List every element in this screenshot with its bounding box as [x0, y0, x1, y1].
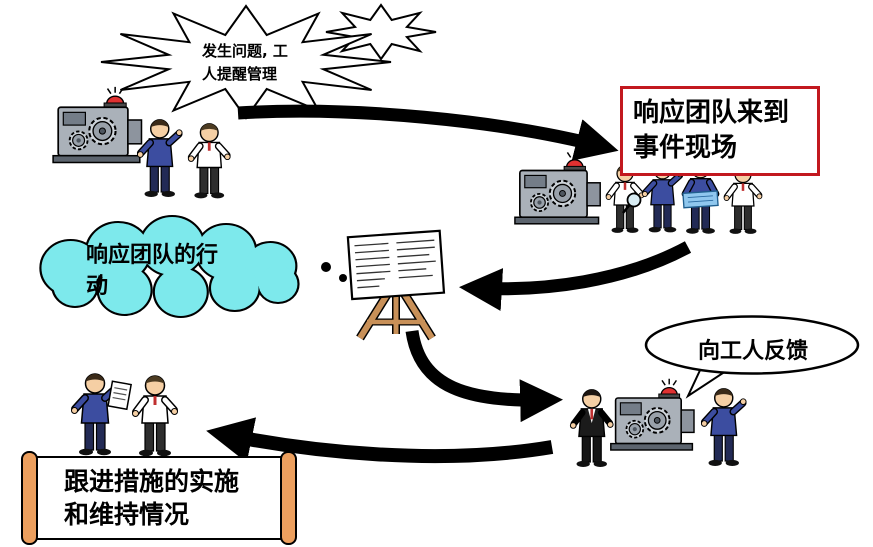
scroll-right-roll-icon — [280, 451, 297, 545]
followup-line1: 跟进措施的实施 — [64, 467, 240, 496]
magnifier-icon — [626, 192, 642, 208]
cloud-line2: 动 — [86, 273, 109, 299]
arrow-alert-to-team — [237, 104, 619, 161]
flipchart-easel-icon — [348, 231, 444, 338]
manager-icon — [724, 166, 762, 233]
thought-cloud-label: 响应团队的行 动 — [86, 241, 218, 303]
cloud-body — [41, 217, 298, 316]
followup-label: 跟进措施的实施 和维持情况 — [64, 466, 239, 531]
machine-alarm-icon — [52, 85, 143, 164]
machine-alarm-icon — [609, 377, 695, 451]
thought-dot — [339, 274, 347, 282]
scene-problem-alert — [52, 85, 230, 199]
arrow-feedback-to-followup — [206, 417, 554, 464]
report-paper-icon — [107, 380, 133, 411]
thought-dot — [321, 262, 331, 272]
scene-followup — [72, 374, 178, 456]
burst-small-shape — [325, 3, 437, 61]
thought-cloud-bubble — [39, 215, 300, 318]
magnifier-handle-icon — [622, 204, 631, 214]
feedback-bubble-label: 向工人反馈 — [658, 333, 848, 365]
scroll-left-roll-icon — [21, 451, 38, 545]
feedback-speech-bubble — [644, 315, 860, 399]
manager-icon — [188, 124, 230, 199]
feedback-bubble-text: 向工人反馈 — [697, 339, 808, 364]
response-box-line1: 响应团队来到 — [633, 98, 790, 128]
followup-line2: 和维持情况 — [64, 499, 190, 529]
problem-burst-line2: 人提醒管理 — [202, 64, 278, 83]
scene-response-team — [513, 149, 762, 234]
machine-alarm-icon — [513, 149, 602, 225]
suit-manager-icon — [570, 390, 613, 467]
problem-burst-line1: 发生问题, 工 — [202, 42, 288, 60]
arrow-board-to-feedback — [405, 329, 564, 423]
response-box-line2: 事件现场 — [633, 133, 738, 164]
worker-icon — [137, 120, 182, 197]
arrow-team-to-board — [459, 241, 692, 311]
scene-feedback — [570, 377, 746, 467]
bubble-ellipse-shape — [644, 315, 860, 375]
followup-scroll: 跟进措施的实施 和维持情况 — [21, 451, 297, 545]
response-team-box: 响应团队来到 事件现场 — [620, 86, 820, 177]
flow-arrows — [206, 104, 692, 464]
cloud-line1: 响应团队的行 — [86, 243, 219, 268]
manager-icon — [133, 376, 178, 456]
worker-icon — [701, 389, 746, 466]
problem-burst-label: 发生问题, 工 人提醒管理 — [202, 40, 288, 85]
